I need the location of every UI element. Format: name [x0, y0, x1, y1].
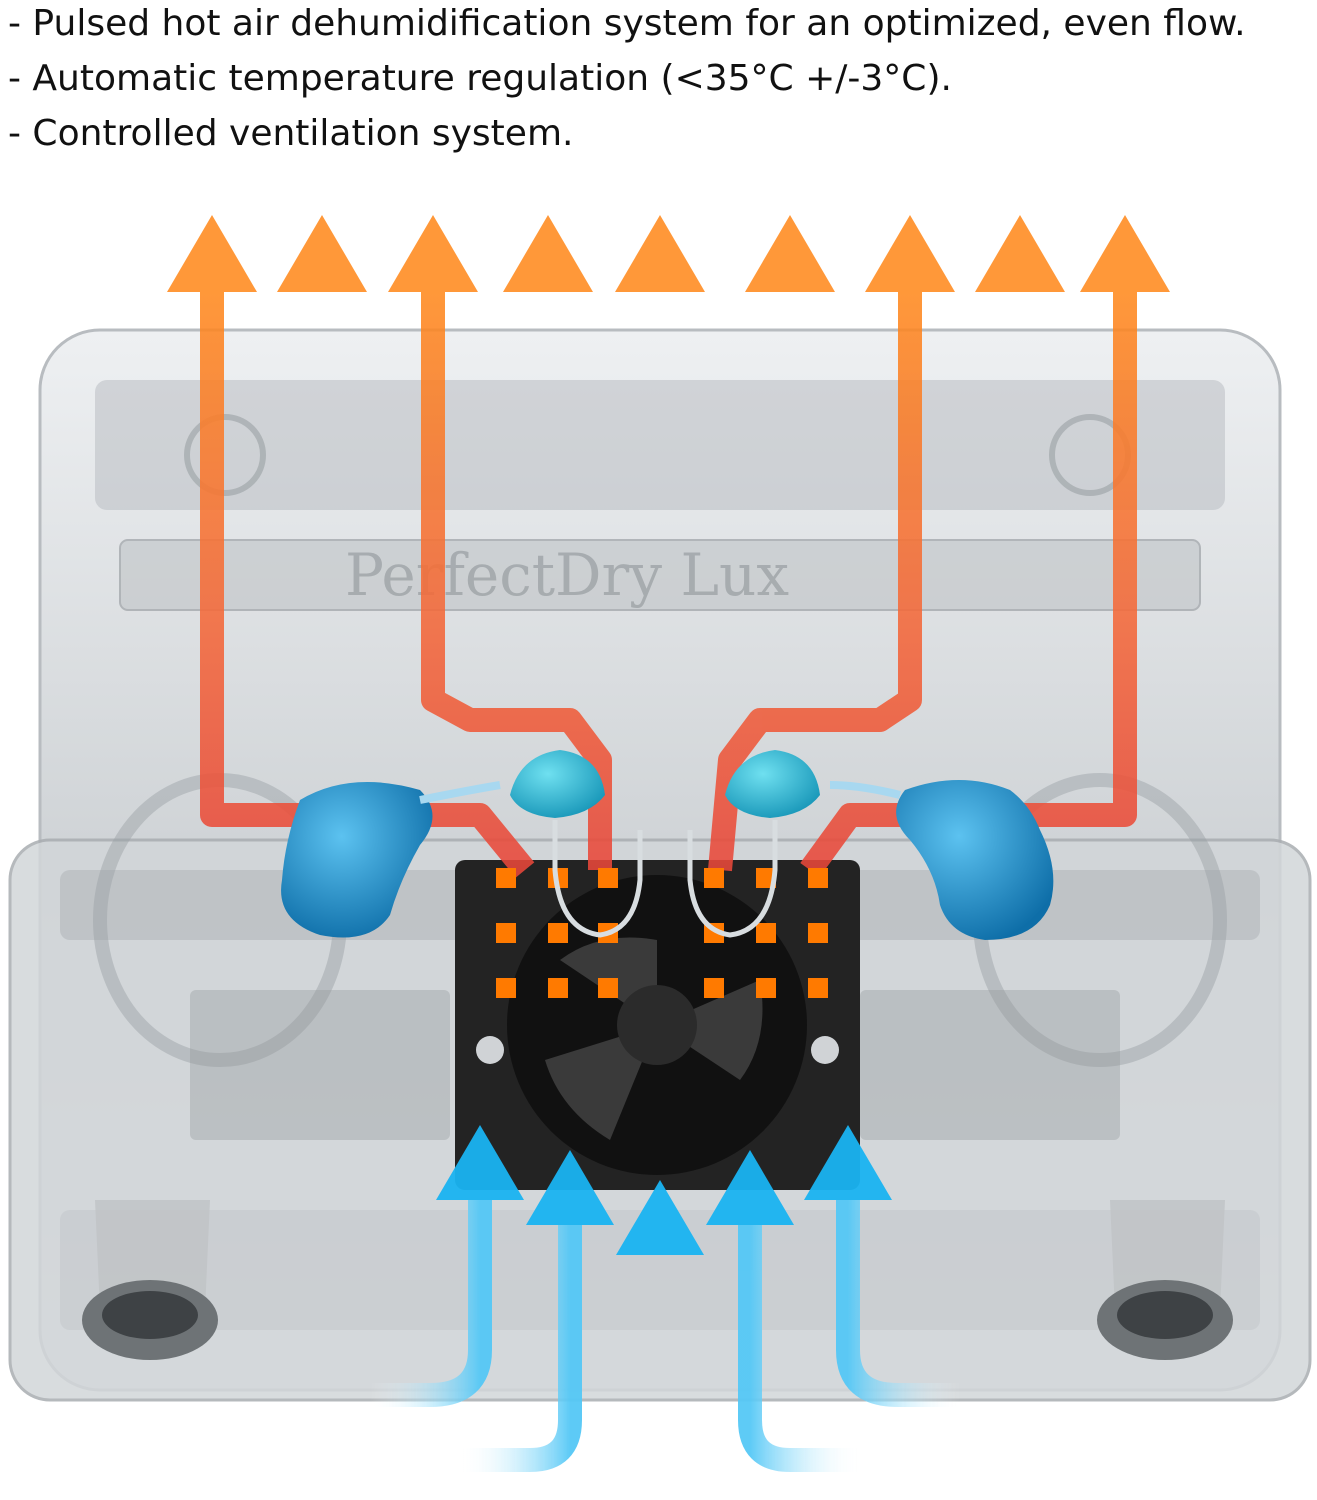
feature-item-1: - Pulsed hot air dehumidification system… [8, 3, 1246, 44]
heater-grid [496, 868, 828, 998]
dryer-diagram: PerfectDry Lux [8, 215, 1312, 1500]
fan-icon [455, 860, 860, 1190]
cold-air-flow [370, 1125, 960, 1500]
case-foot-right [1097, 1200, 1233, 1360]
hearing-aid-icon [687, 750, 1054, 940]
brand-label: PerfectDry Lux [345, 541, 789, 609]
feature-list: - Pulsed hot air dehumidification system… [8, 0, 1308, 161]
feature-item-2: - Automatic temperature regulation (<35°… [8, 58, 952, 99]
hearing-aid-icon [281, 750, 643, 938]
feature-item-3: - Controlled ventilation system. [8, 113, 574, 154]
case-foot-left [82, 1200, 218, 1360]
